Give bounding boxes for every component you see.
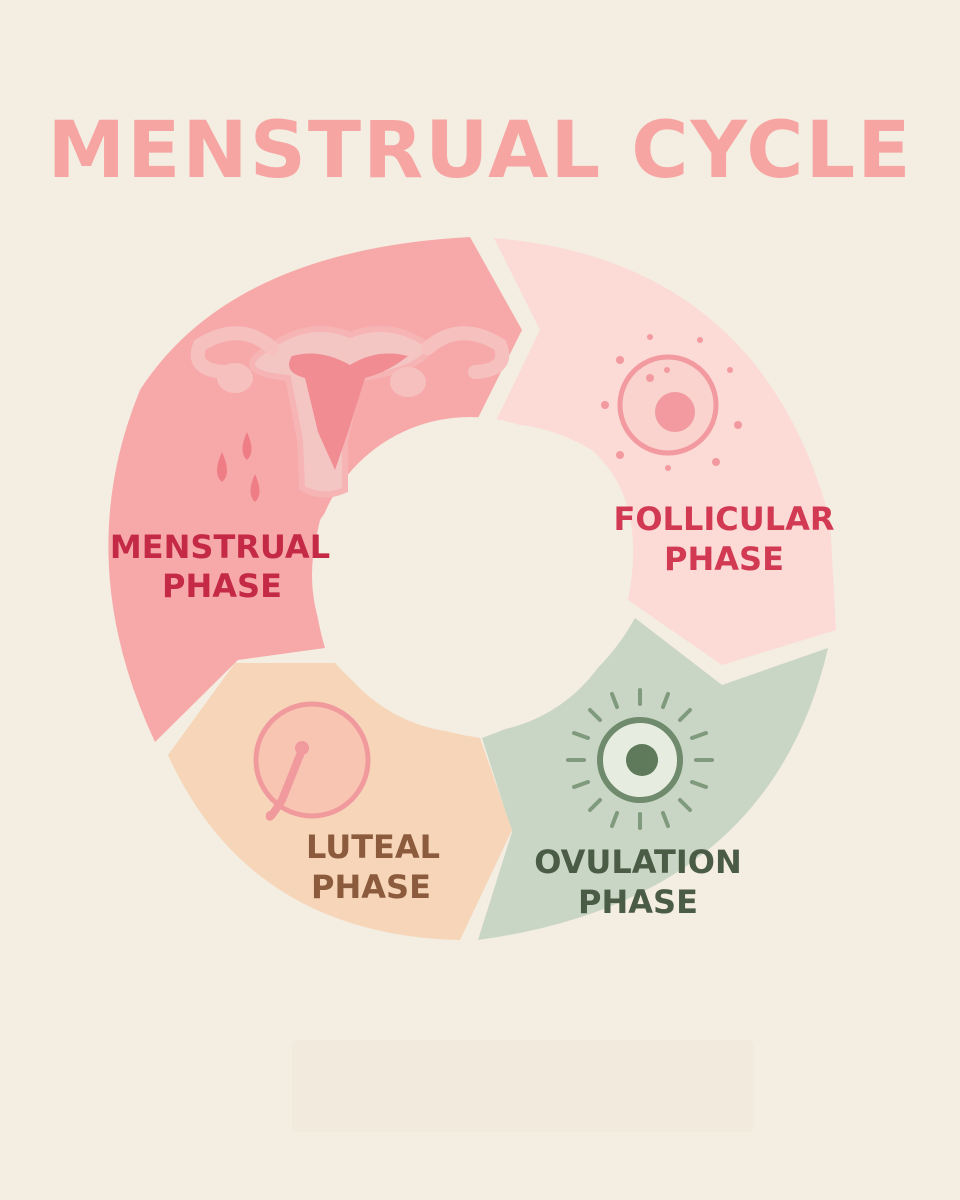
follicular-phase-label-line1: FOLLICULAR xyxy=(613,500,834,538)
egg-release-icon xyxy=(566,688,714,830)
page-title: MENSTRUAL CYCLE xyxy=(47,106,913,196)
luteal-phase-label-line2: PHASE xyxy=(311,868,431,906)
blood-drop-icon xyxy=(217,432,260,502)
cycle-center xyxy=(312,417,628,733)
menstrual-phase-label-line2: PHASE xyxy=(162,567,282,605)
follicular-phase-label-line2: PHASE xyxy=(664,540,784,578)
ovulation-phase-label-line1: OVULATION xyxy=(534,843,741,881)
luteal-phase-label-line1: LUTEAL xyxy=(306,828,440,866)
corpus-luteum-icon xyxy=(253,701,371,821)
menstrual-phase-label-line1: MENSTRUAL xyxy=(110,528,330,566)
ovulation-phase-label-line2: PHASE xyxy=(578,883,698,921)
uterus-icon xyxy=(190,325,510,498)
follicle-icon xyxy=(601,334,742,471)
faded-caption-box xyxy=(292,1040,754,1132)
